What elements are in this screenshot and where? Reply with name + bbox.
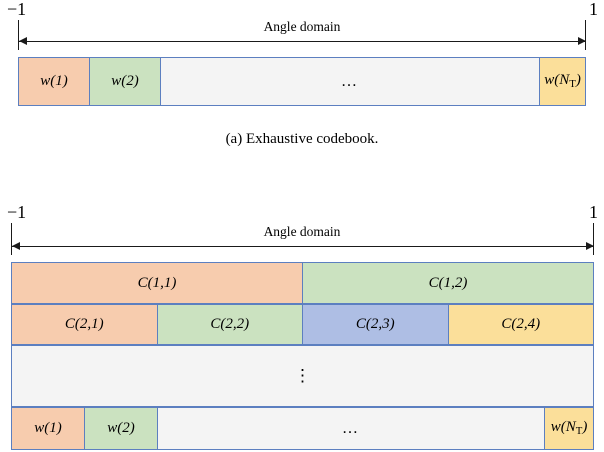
axis-arrow-head-left-icon	[19, 37, 27, 45]
codebook-row-leaf-level: w(1) w(2) … w(NT)	[11, 407, 594, 450]
codebook-cell-label: C(1,2)	[428, 274, 468, 291]
codebook-cell-c24[interactable]: C(2,4)	[447, 304, 594, 345]
codeword-cell-w1[interactable]: w(1)	[18, 57, 90, 106]
codebook-cell-c21[interactable]: C(2,1)	[11, 304, 158, 345]
codeword-cell-ellipsis[interactable]: …	[160, 57, 540, 106]
axis-left-endpoint-label: −1	[7, 202, 27, 222]
codeword-cell-w2[interactable]: w(2)	[84, 407, 158, 450]
horizontal-ellipsis: …	[342, 419, 360, 437]
axis-title: Angle domain	[263, 19, 341, 34]
codebook-cell-label: C(2,4)	[501, 316, 541, 332]
axis-arrow-head-right-icon	[586, 242, 594, 250]
codebook-cell-c12[interactable]: C(1,2)	[302, 262, 594, 304]
codebook-cell-c23[interactable]: C(2,3)	[302, 304, 449, 345]
axis-left-endpoint-label: −1	[7, 0, 27, 19]
codeword-cell-w1[interactable]: w(1)	[11, 407, 85, 450]
codebook-cell-label: C(2,2)	[210, 316, 250, 332]
codeword-label: w(2)	[107, 420, 135, 436]
vertical-ellipsis: ⋮	[294, 366, 311, 385]
codebook-cell-label: C(2,3)	[355, 316, 395, 332]
codebook-row-ellipsis: ⋮	[11, 345, 594, 407]
codebook-cell-c22[interactable]: C(2,2)	[156, 304, 303, 345]
codeword-label: w(1)	[40, 73, 68, 89]
codeword-cell-wNT[interactable]: w(NT)	[544, 407, 594, 450]
axis-right-tick	[593, 223, 594, 255]
codebook-cell-vertical-ellipsis[interactable]: ⋮	[11, 345, 594, 407]
axis-left-tick	[18, 20, 19, 50]
horizontal-ellipsis: …	[341, 72, 359, 90]
axis-right-tick	[585, 20, 586, 50]
codeword-cell-wNT[interactable]: w(NT)	[539, 57, 586, 106]
axis-arrow-line	[12, 246, 594, 247]
axis-left-tick	[11, 223, 12, 255]
codeword-label: w(1)	[34, 420, 62, 436]
codeword-cell-ellipsis[interactable]: …	[157, 407, 545, 450]
figure-a-codeword-row: w(1) w(2) … w(NT)	[18, 57, 586, 106]
codeword-label: w(NT)	[544, 72, 581, 91]
codeword-cell-w2[interactable]: w(2)	[89, 57, 161, 106]
figure-a-caption: (a) Exhaustive codebook.	[225, 131, 379, 147]
figure-a-axis: −1 1 Angle domain	[0, 0, 604, 50]
codebook-cell-label: C(2,1)	[64, 316, 104, 332]
codebook-row-level-2: C(2,1) C(2,2) C(2,3) C(2,4)	[11, 304, 594, 345]
codebook-cell-c11[interactable]: C(1,1)	[11, 262, 303, 304]
codeword-label: w(NT)	[550, 419, 588, 438]
axis-arrow-line	[19, 41, 586, 42]
figure-b-axis: −1 1 Angle domain	[0, 202, 604, 255]
axis-arrow-head-right-icon	[578, 37, 586, 45]
axis-right-endpoint-label: 1	[589, 202, 598, 222]
axis-title: Angle domain	[263, 224, 341, 239]
axis-right-endpoint-label: 1	[589, 0, 598, 19]
codebook-row-level-1: C(1,1) C(1,2)	[11, 262, 594, 304]
codebook-cell-label: C(1,1)	[137, 274, 177, 291]
axis-arrow-head-left-icon	[12, 242, 20, 250]
codeword-label: w(2)	[111, 73, 139, 89]
